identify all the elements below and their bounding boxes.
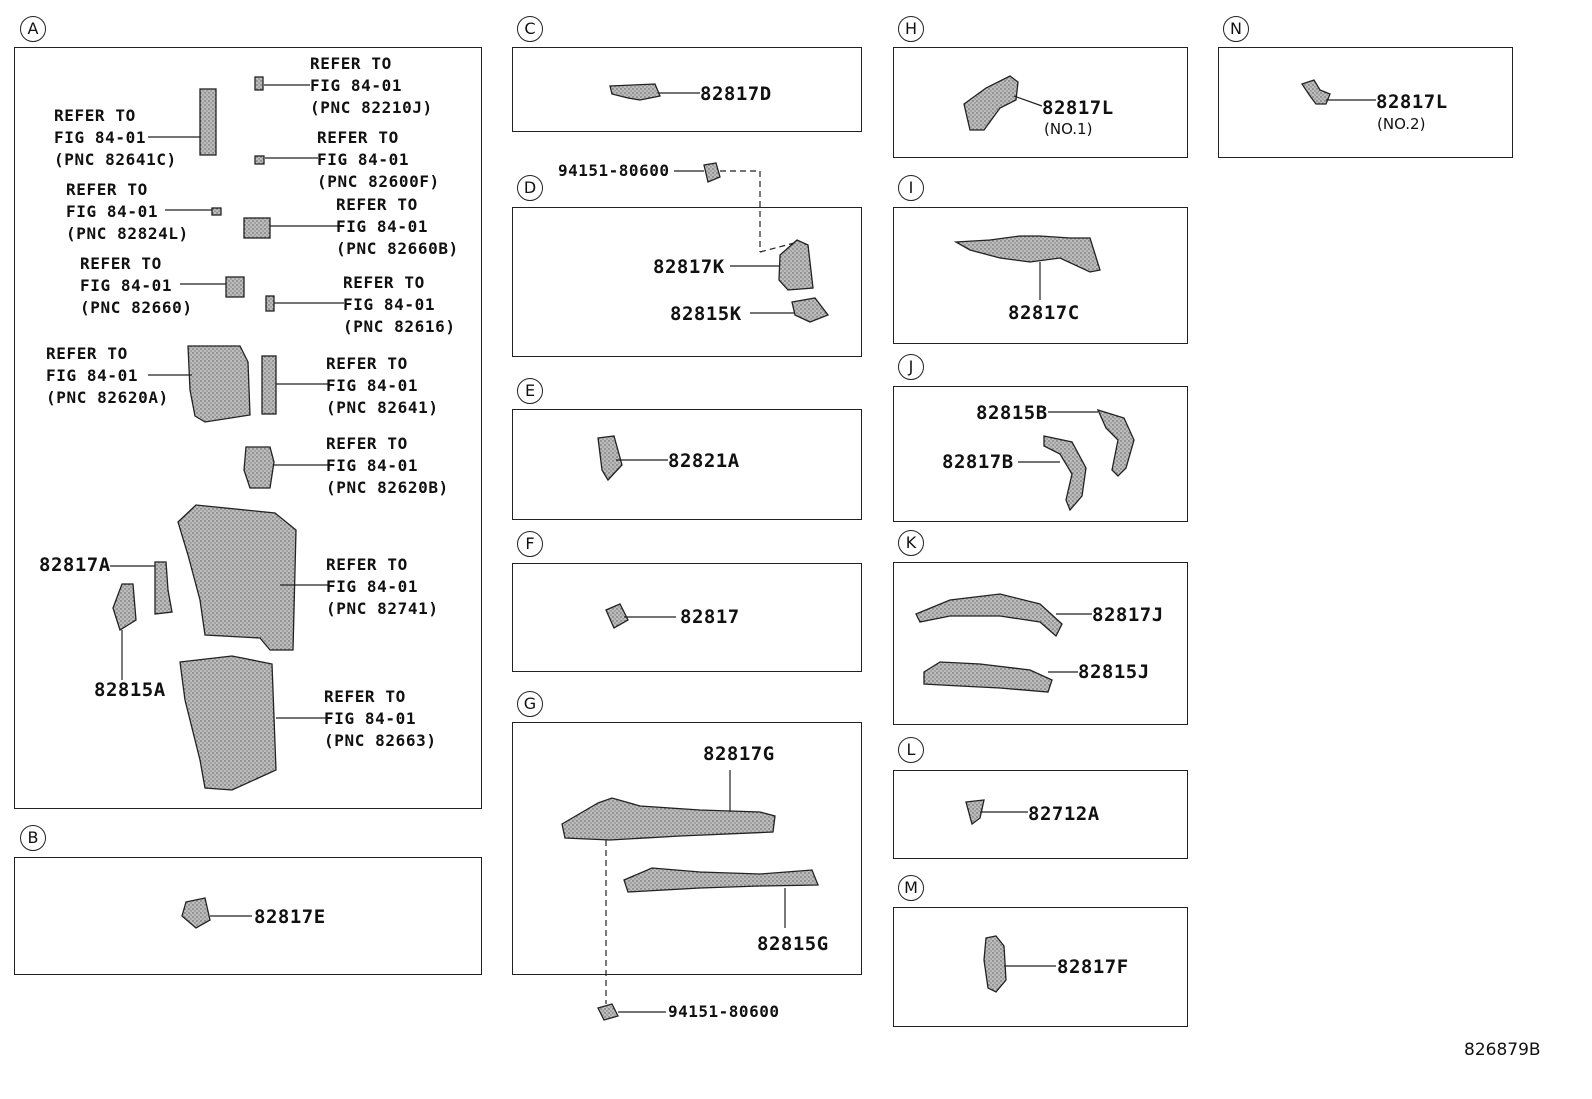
part-label-82817l-no1[interactable]: 82817L — [1042, 97, 1114, 119]
part-l-82712a — [965, 799, 985, 826]
part-a-82817a — [154, 561, 173, 615]
part-d-82817k — [778, 239, 814, 291]
part-label-82817e[interactable]: 82817E — [254, 906, 326, 928]
section-d-tag[interactable]: D — [517, 175, 543, 201]
part-label-82817k[interactable]: 82817K — [653, 256, 725, 278]
part-label-82817c[interactable]: 82817C — [1008, 302, 1080, 324]
part-a-82741 — [177, 504, 297, 651]
part-a-82641 — [261, 355, 277, 415]
ref-82620b: REFER TO FIG 84-01 (PNC 82620B) — [326, 434, 449, 497]
part-m-82817f — [983, 935, 1007, 993]
part-label-82815j[interactable]: 82815J — [1078, 661, 1150, 683]
part-j-82817b — [1043, 435, 1087, 512]
part-label-82817l-no2[interactable]: 82817L — [1376, 91, 1448, 113]
part-a-82620b — [243, 446, 275, 489]
ref-82663: REFER TO FIG 84-01 (PNC 82663) — [324, 687, 437, 750]
part-g-82815g — [623, 867, 819, 893]
ref-82600f: REFER TO FIG 84-01 (PNC 82600F) — [317, 128, 440, 191]
ref-82660: REFER TO FIG 84-01 (PNC 82660) — [80, 254, 193, 317]
part-label-82712a[interactable]: 82712A — [1028, 803, 1100, 825]
ref-82210j: REFER TO FIG 84-01 (PNC 82210J) — [310, 54, 433, 117]
section-n-frame — [1218, 47, 1513, 158]
ref-82824l: REFER TO FIG 84-01 (PNC 82824L) — [66, 180, 189, 243]
section-h-tag[interactable]: H — [898, 16, 924, 42]
part-j-82815b — [1096, 408, 1135, 477]
section-k-frame — [893, 562, 1188, 725]
section-m-tag[interactable]: M — [898, 875, 924, 901]
part-note-no1: (NO.1) — [1044, 120, 1093, 138]
part-a-82641c — [199, 88, 217, 156]
part-label-94151-80600-d[interactable]: 94151-80600 — [558, 161, 670, 180]
section-i-tag[interactable]: I — [898, 175, 924, 201]
part-label-82817j[interactable]: 82817J — [1092, 604, 1164, 626]
section-h-frame — [893, 47, 1188, 158]
section-b-tag[interactable]: B — [20, 825, 46, 851]
section-k-tag[interactable]: K — [898, 530, 924, 556]
part-f-82817 — [605, 603, 629, 629]
ref-82741: REFER TO FIG 84-01 (PNC 82741) — [326, 555, 439, 618]
section-m-frame — [893, 907, 1188, 1027]
ref-82620a: REFER TO FIG 84-01 (PNC 82620A) — [46, 344, 169, 407]
part-a-82600f — [254, 155, 265, 165]
part-label-82815a[interactable]: 82815A — [94, 679, 166, 701]
section-n-tag[interactable]: N — [1223, 16, 1249, 42]
part-label-82817f[interactable]: 82817F — [1057, 956, 1129, 978]
part-a-82210j — [254, 76, 264, 91]
part-g-clip-bottom — [597, 1003, 619, 1021]
part-a-82620a — [187, 345, 251, 423]
section-g-frame — [512, 722, 862, 975]
part-e-82821a — [597, 435, 623, 482]
part-a-82663 — [179, 655, 277, 791]
part-label-94151-80600-g[interactable]: 94151-80600 — [668, 1002, 780, 1021]
part-b-82817e — [181, 897, 211, 929]
part-n-82817l — [1300, 79, 1331, 105]
section-a-tag[interactable]: A — [20, 16, 46, 42]
diagram-code: 826879B — [1464, 1040, 1541, 1060]
ref-82641: REFER TO FIG 84-01 (PNC 82641) — [326, 354, 439, 417]
part-label-82817b[interactable]: 82817B — [942, 451, 1014, 473]
section-e-frame — [512, 409, 862, 520]
section-f-tag[interactable]: F — [517, 531, 543, 557]
section-j-frame — [893, 386, 1188, 522]
part-h-82817l — [963, 75, 1019, 131]
part-label-82817a[interactable]: 82817A — [39, 554, 111, 576]
ref-82641c: REFER TO FIG 84-01 (PNC 82641C) — [54, 106, 177, 169]
part-d-clip-top — [703, 162, 721, 183]
part-g-82817g — [561, 797, 776, 841]
section-g-tag[interactable]: G — [517, 691, 543, 717]
part-label-82817[interactable]: 82817 — [680, 606, 740, 628]
part-k-82817j — [915, 593, 1063, 638]
part-label-82815k[interactable]: 82815K — [670, 303, 742, 325]
section-l-tag[interactable]: L — [898, 737, 924, 763]
ref-82660b: REFER TO FIG 84-01 (PNC 82660B) — [336, 195, 459, 258]
part-a-82660b — [243, 217, 271, 239]
part-label-82821a[interactable]: 82821A — [668, 450, 740, 472]
part-c-82817d — [609, 83, 661, 101]
part-a-82815a — [112, 583, 137, 631]
part-i-82817c — [953, 235, 1101, 273]
part-note-no2: (NO.2) — [1377, 115, 1426, 133]
part-k-82815j — [923, 661, 1053, 693]
part-label-82817g[interactable]: 82817G — [703, 743, 775, 765]
part-d-82815k — [791, 297, 830, 323]
section-j-tag[interactable]: J — [898, 354, 924, 380]
section-e-tag[interactable]: E — [517, 378, 543, 404]
part-label-82815b[interactable]: 82815B — [976, 402, 1048, 424]
part-a-82660 — [225, 276, 245, 298]
part-label-82815g[interactable]: 82815G — [757, 933, 829, 955]
section-f-frame — [512, 563, 862, 672]
part-a-82616 — [265, 295, 275, 312]
section-c-tag[interactable]: C — [517, 16, 543, 42]
ref-82616: REFER TO FIG 84-01 (PNC 82616) — [343, 273, 456, 336]
part-label-82817d[interactable]: 82817D — [700, 83, 772, 105]
part-a-82824l — [211, 207, 222, 216]
section-c-frame — [512, 47, 862, 132]
section-l-frame — [893, 770, 1188, 859]
